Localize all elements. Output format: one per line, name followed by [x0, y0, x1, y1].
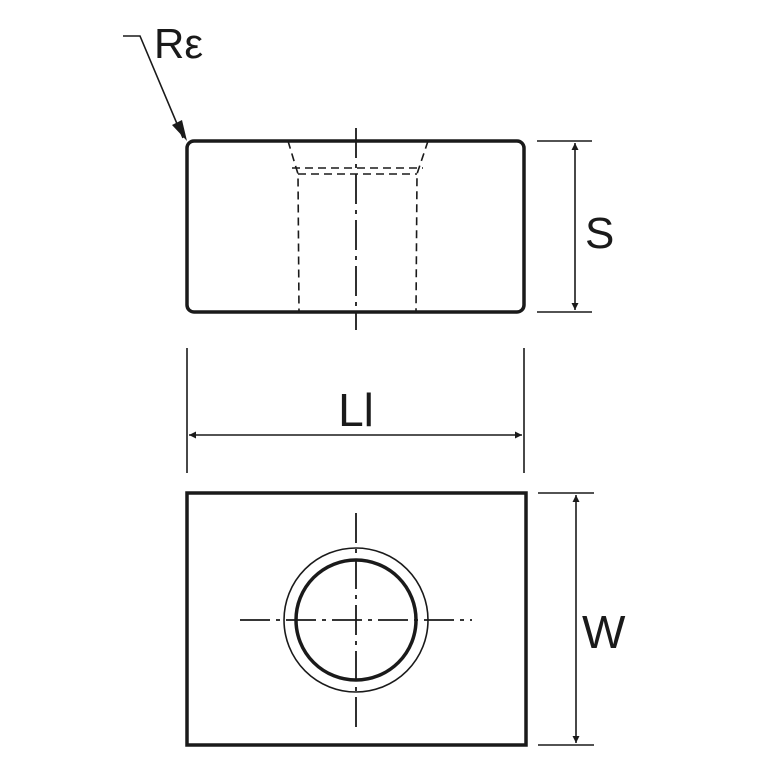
corner-radius-arrowhead [172, 120, 187, 141]
corner-radius-leader-line [123, 35, 184, 139]
thickness-label: S [585, 209, 614, 258]
length-dimension: Ll [186, 348, 525, 473]
side-view [185, 128, 526, 330]
top-view-outline [185, 491, 528, 747]
hidden-bore-right [415, 140, 429, 313]
corner-radius-leader: Rε [123, 20, 203, 141]
thickness-dimension: S [537, 140, 614, 313]
width-dimension: W [538, 492, 626, 746]
length-label: Ll [338, 384, 374, 436]
top-view [185, 491, 528, 747]
corner-radius-label: Rε [154, 20, 203, 67]
hidden-bore-left [287, 140, 300, 313]
width-label: W [582, 606, 626, 658]
